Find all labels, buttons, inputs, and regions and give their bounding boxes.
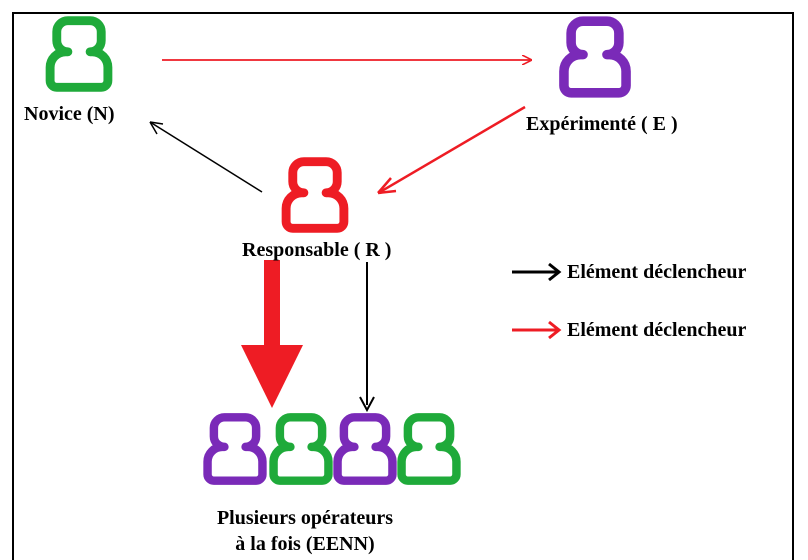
legend-arrow-red-head <box>548 320 562 340</box>
legend-arrow-black-head <box>548 262 562 282</box>
person-icon-group-1 <box>208 417 263 480</box>
group-label-line1: Plusieurs opérateurs <box>216 507 394 529</box>
diagram-frame <box>12 12 794 560</box>
person-icon-responsable <box>286 162 344 229</box>
group-label-line2: à la fois (EENN) <box>235 533 375 555</box>
arrow-r-to-n <box>149 121 263 193</box>
person-icon-novice <box>50 21 108 88</box>
experimente-label: Expérimenté ( E ) <box>526 113 678 135</box>
arrow-r-to-n-head <box>149 121 164 135</box>
arrow-r-to-group-red-head <box>241 345 303 408</box>
person-icon-group-3 <box>338 417 393 480</box>
person-icon-group-2 <box>274 417 329 480</box>
arrow-r-to-group-red-shaft <box>264 260 280 348</box>
person-icon-experimente <box>564 21 626 93</box>
legend-label-red: Elément déclencheur <box>567 319 747 341</box>
person-icon-group-4 <box>402 417 457 480</box>
responsable-label: Responsable ( R ) <box>242 239 392 261</box>
legend-label-black: Elément déclencheur <box>567 261 747 283</box>
arrow-r-to-group-black-head <box>359 396 375 413</box>
arrow-e-to-r <box>379 105 526 194</box>
novice-label: Novice (N) <box>24 103 115 125</box>
arrow-e-to-r-head <box>377 177 397 195</box>
